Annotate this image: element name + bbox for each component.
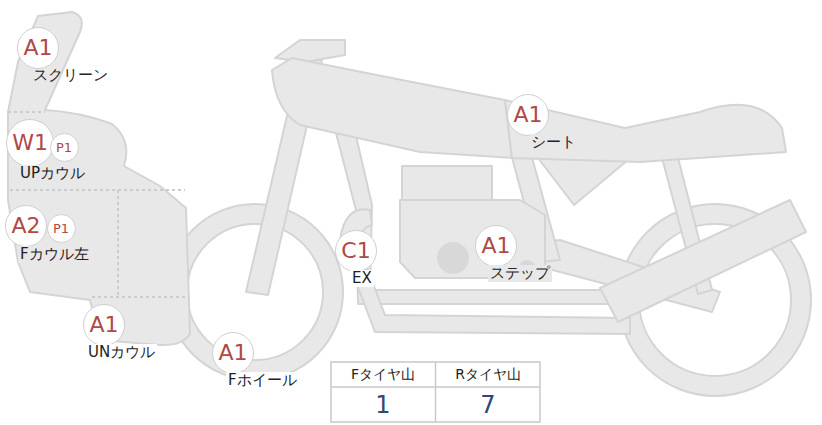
- fuel-tank: [272, 58, 512, 158]
- tread-value: 7: [436, 388, 540, 422]
- cowl: [8, 12, 190, 345]
- damage-code: A2: [11, 215, 40, 237]
- damage-code-circle: P1: [50, 133, 79, 162]
- damage-code: A1: [481, 235, 510, 257]
- damage-code-circle: A1: [507, 94, 549, 136]
- engine-cover: [437, 242, 469, 274]
- damage-code-circle: A1: [17, 27, 59, 69]
- side-cover: [538, 158, 628, 205]
- handlebar: [275, 40, 345, 62]
- table-rule: [435, 362, 437, 422]
- damage-code-circle: A2: [5, 205, 47, 247]
- table-header: Rタイヤ山: [436, 362, 540, 387]
- damage-code-circle: C1: [335, 230, 377, 272]
- tread-table: [331, 362, 540, 422]
- engine-head: [402, 166, 492, 200]
- damage-code-circle: W1: [6, 119, 54, 167]
- part-name: UNカウル: [86, 344, 157, 361]
- cowl-divider: [92, 296, 186, 298]
- part-name: Fホイール: [226, 372, 299, 389]
- damage-code: P1: [53, 222, 69, 235]
- part-name: EX: [350, 270, 374, 287]
- part-name: シート: [529, 134, 578, 151]
- damage-code: C1: [341, 240, 370, 262]
- cowl-divider: [10, 189, 185, 191]
- part-name: Fカウル左: [18, 246, 91, 263]
- damage-code-circle: P1: [47, 214, 76, 243]
- damage-code-circle: A1: [475, 225, 517, 267]
- damage-code: A1: [23, 37, 52, 59]
- tread-value: 1: [331, 388, 435, 422]
- damage-code: A1: [513, 104, 542, 126]
- muffler: [600, 200, 806, 322]
- damage-code-circle: A1: [83, 304, 125, 346]
- damage-code: A1: [89, 314, 118, 336]
- damage-code: W1: [12, 132, 48, 154]
- cowl-divider: [117, 190, 119, 297]
- cowl-divider: [8, 111, 45, 113]
- damage-code-circle: A1: [212, 332, 254, 374]
- table-header: Fタイヤ山: [331, 362, 435, 387]
- part-name: ステップ: [488, 265, 552, 282]
- damage-code: A1: [218, 342, 247, 364]
- part-name: スクリーン: [31, 67, 110, 84]
- part-name: UPカウル: [18, 165, 87, 182]
- damage-code: P1: [56, 141, 72, 154]
